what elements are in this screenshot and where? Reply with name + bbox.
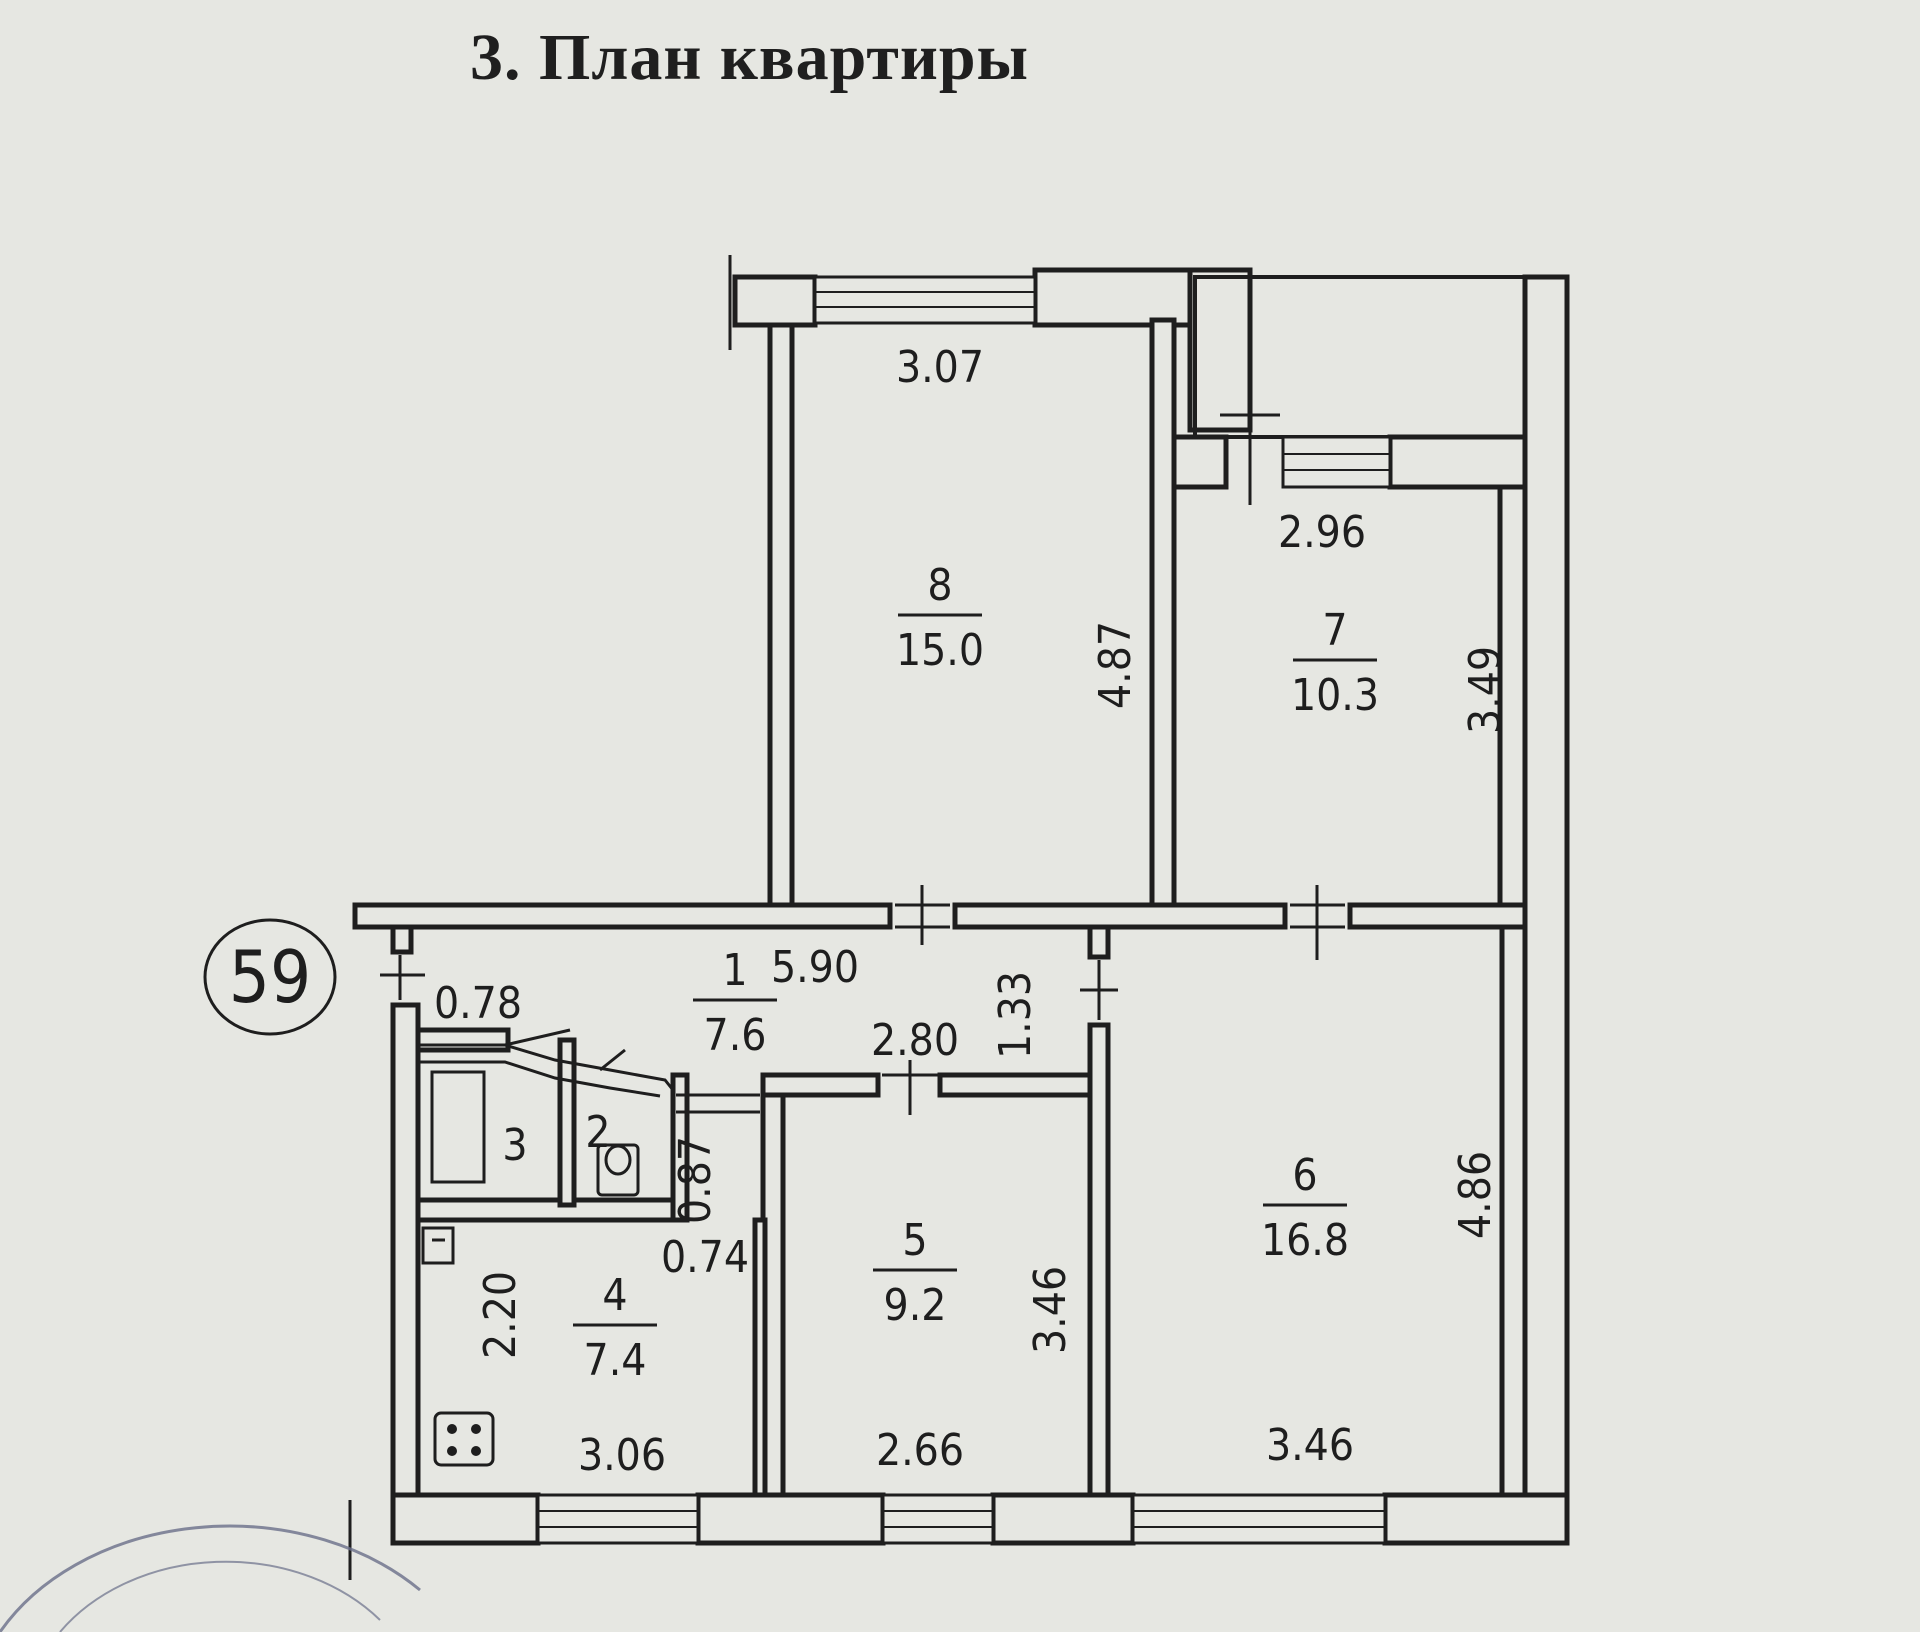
room-area: 9.2 (884, 1280, 947, 1331)
room-number: 5 (902, 1215, 927, 1266)
bathroom-sloped-wall (418, 1028, 675, 1098)
page-title: 3. План квартиры (470, 21, 1030, 94)
dimension-label: 3.07 (896, 342, 984, 393)
dimension-label: 2.96 (1278, 507, 1366, 558)
stamp-seal (0, 1524, 421, 1632)
dimension-label: 3.49 (1460, 646, 1511, 734)
room-area: 10.3 (1291, 670, 1379, 721)
dimension-label: 0.78 (434, 978, 522, 1029)
dimension-label: 1.33 (990, 971, 1041, 1059)
toilet-icon (596, 1143, 640, 1197)
stove-icon (433, 1411, 495, 1467)
room-number: 4 (602, 1270, 627, 1321)
dimension-label: 3.06 (578, 1430, 666, 1481)
dimension-label: 4.86 (1450, 1151, 1501, 1239)
windows (536, 275, 1392, 1545)
room-number: 7 (1322, 605, 1347, 656)
dimension-label: 4.87 (1090, 621, 1141, 709)
room-area: 7.6 (704, 1010, 767, 1061)
room-number: 2 (585, 1107, 610, 1158)
room-labels: 1 7.6 2 3 4 7.4 5 9.2 6 16.8 7 10.3 8 15.0 (502, 560, 1379, 1386)
bathtub-icon (430, 1070, 486, 1184)
dimension-label: 3.46 (1266, 1420, 1354, 1471)
dimension-label: 3.46 (1025, 1266, 1076, 1354)
sink-icon (421, 1226, 455, 1265)
room-area: 7.4 (584, 1335, 647, 1386)
room-area: 16.8 (1261, 1215, 1349, 1266)
dimension-label: 2.66 (876, 1425, 964, 1476)
room-area: 15.0 (896, 625, 984, 676)
apartment-number-badge: 59 (203, 918, 337, 1036)
room-number: 3 (502, 1120, 527, 1171)
room-number: 8 (927, 560, 952, 611)
dimension-label: 5.90 (771, 942, 859, 993)
dimension-label: 2.80 (871, 1015, 959, 1066)
doors (348, 255, 1345, 1580)
dimension-labels: 5.90 1.33 0.87 0.78 2.20 3.06 0.74 2.80 2.66 3.46… (434, 342, 1511, 1481)
dimension-label: 0.87 (670, 1136, 721, 1224)
dimension-label: 0.74 (661, 1232, 749, 1283)
apartment-number: 59 (229, 935, 311, 1019)
room-number: 1 (722, 945, 747, 996)
dimension-label: 2.20 (475, 1271, 526, 1359)
room-number: 6 (1292, 1150, 1317, 1201)
outer-walls (352, 267, 1570, 1546)
